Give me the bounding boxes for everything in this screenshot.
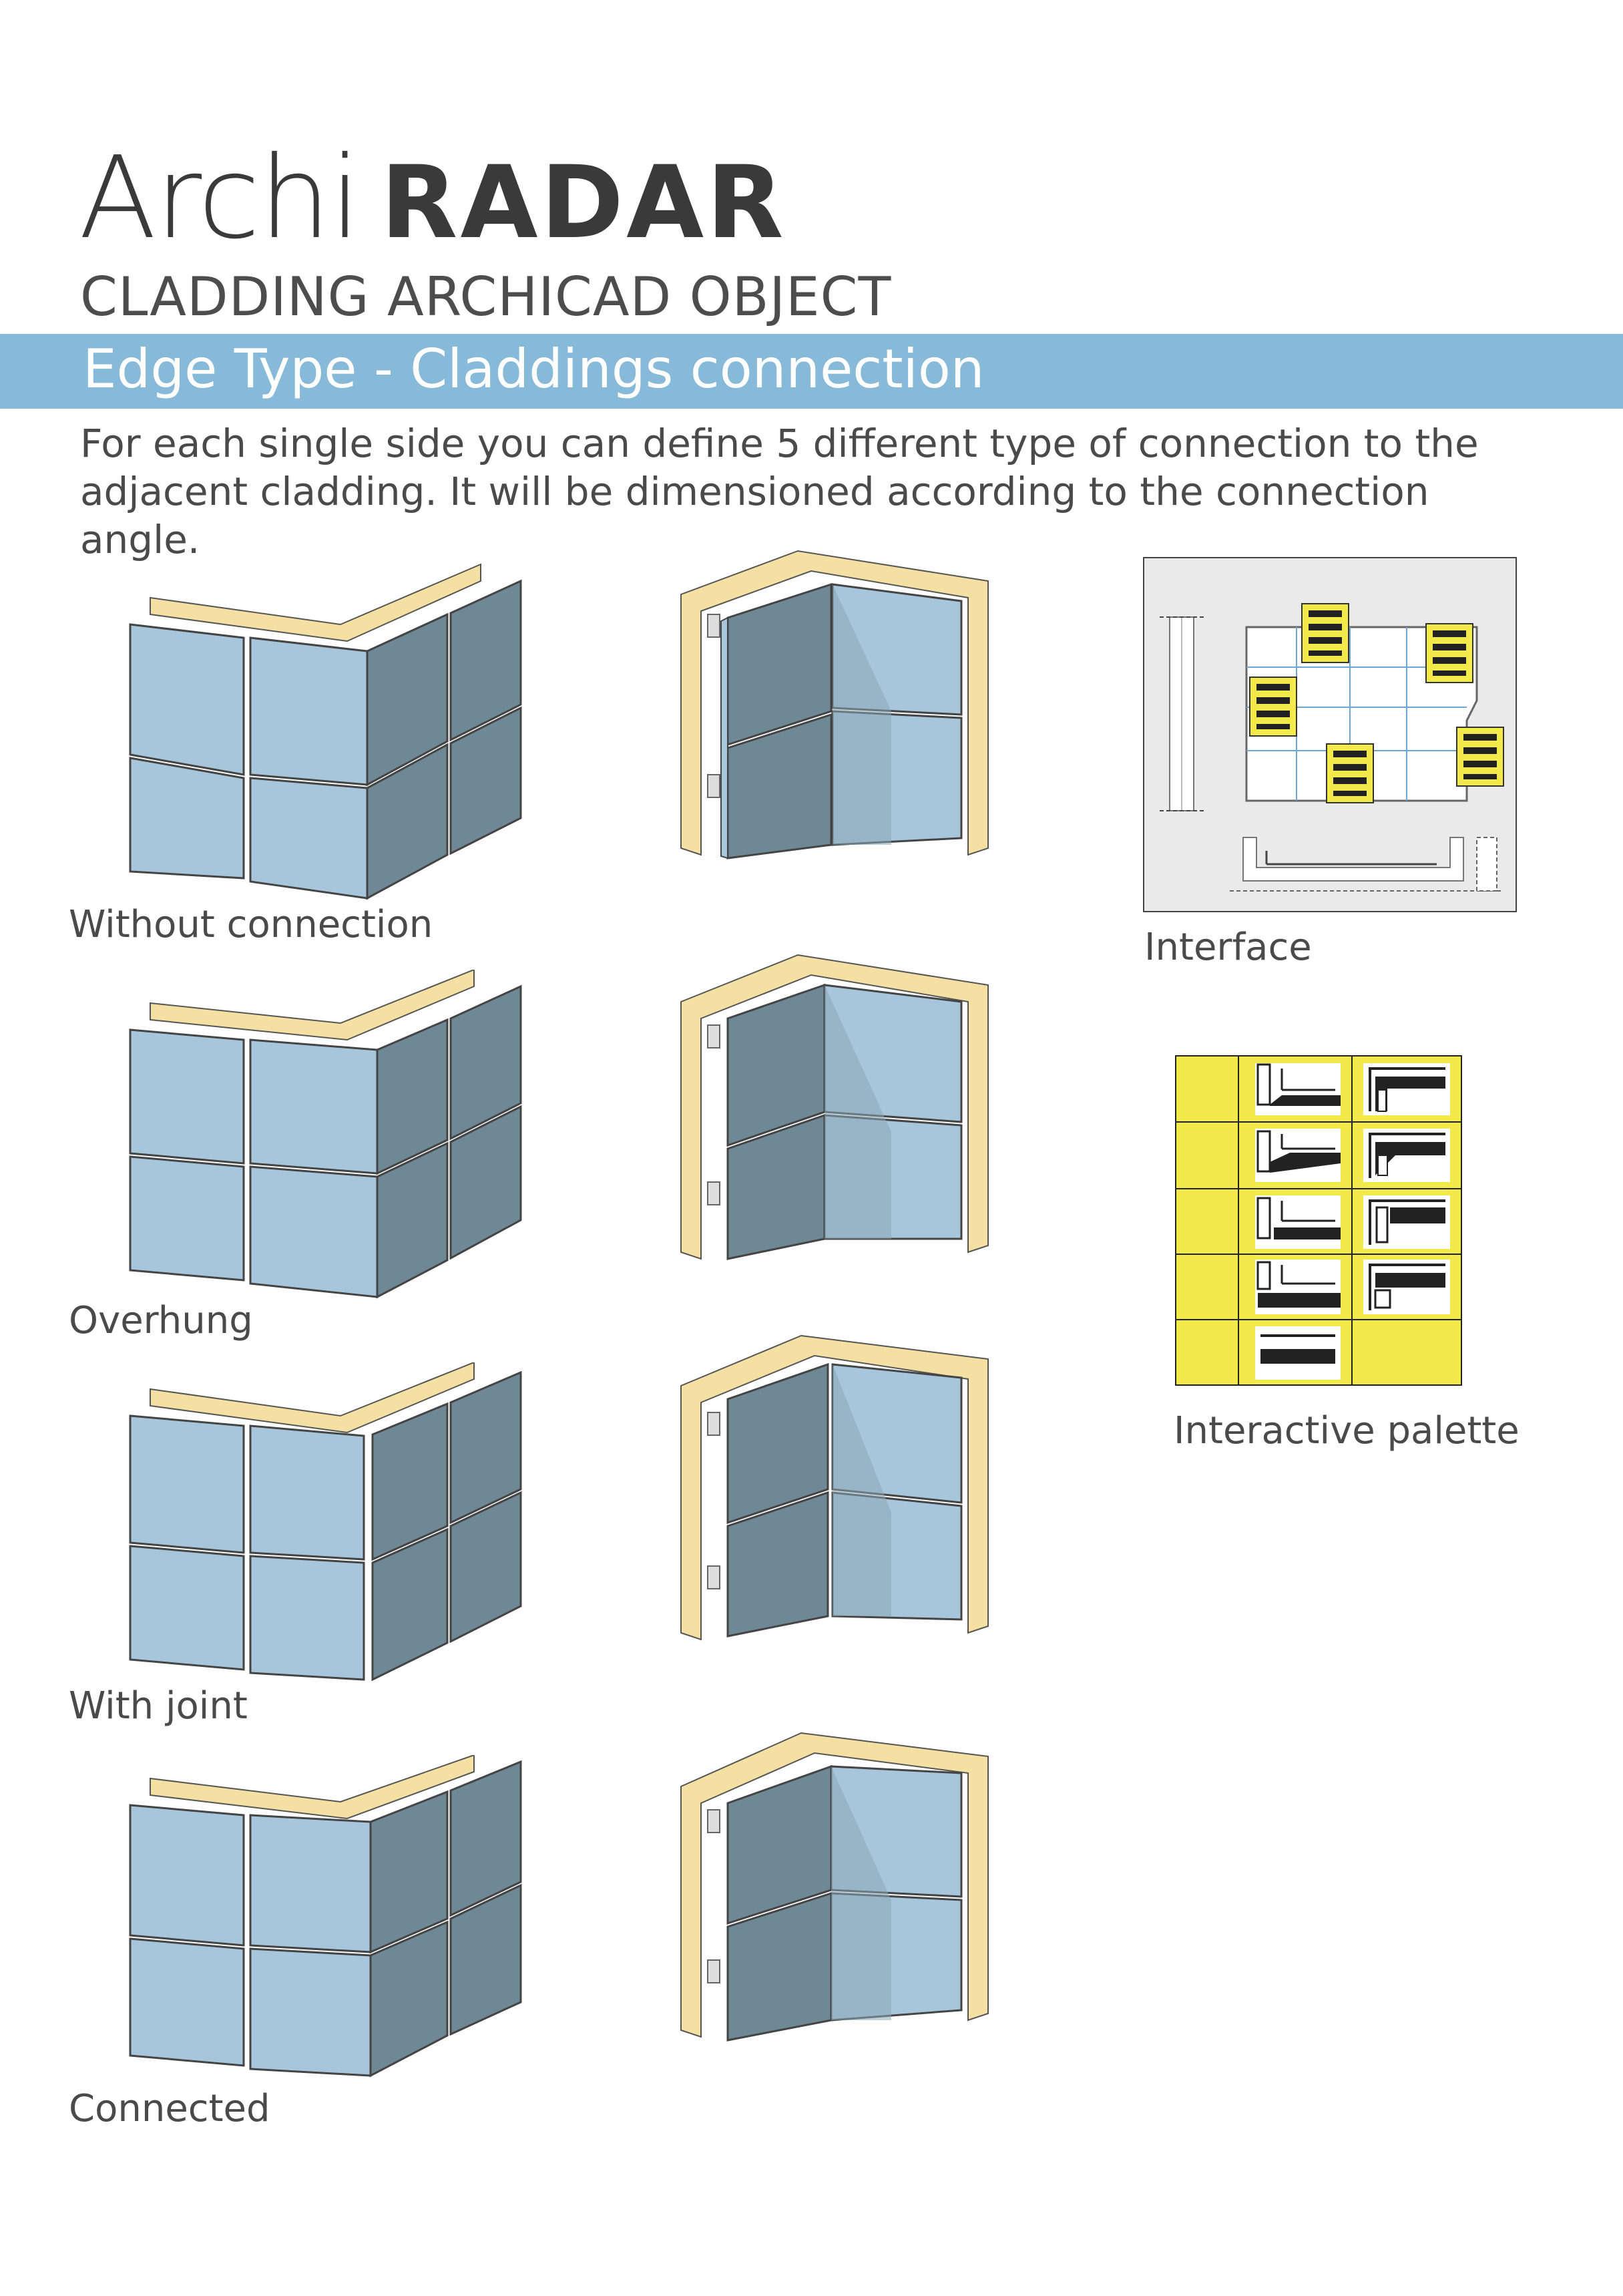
- palette-option-connected[interactable]: [1255, 1260, 1341, 1314]
- inner-corner-without-connection: [680, 550, 989, 859]
- section-banner: [0, 334, 1623, 409]
- caption-interactive-palette: Interactive palette: [1174, 1409, 1520, 1453]
- outer-corner-without-connection: [129, 563, 522, 900]
- palette-option-flat[interactable]: [1255, 1326, 1341, 1380]
- section-title: Edge Type - Claddings connection: [83, 338, 985, 400]
- palette-option-top-connected[interactable]: [1363, 1260, 1450, 1314]
- outer-corner-connected: [129, 1755, 522, 2078]
- caption-with-joint: With joint: [69, 1684, 248, 1728]
- caption-without-connection: Without connection: [69, 903, 433, 946]
- palette-option-joint[interactable]: [1255, 1195, 1341, 1249]
- caption-overhung: Overhung: [69, 1299, 253, 1342]
- document-subtitle: CLADDING ARCHICAD OBJECT: [80, 266, 892, 328]
- palette-option-overhung[interactable]: [1255, 1129, 1341, 1182]
- caption-interface: Interface: [1144, 926, 1312, 969]
- interface-preview: [1143, 557, 1517, 912]
- palette-option-without[interactable]: [1255, 1063, 1341, 1115]
- inner-corner-connected: [680, 1732, 989, 2042]
- inner-corner-overhung: [680, 954, 989, 1260]
- intro-paragraph: For each single side you can define 5 di…: [80, 421, 1479, 562]
- archiradar-logo: Archi RADAR: [79, 140, 786, 254]
- logo-name: RADAR: [381, 145, 786, 254]
- palette-option-top-joint[interactable]: [1363, 1195, 1450, 1249]
- caption-connected: Connected: [69, 2087, 270, 2130]
- palette-option-top-without[interactable]: [1363, 1063, 1450, 1115]
- interactive-palette: [1175, 1055, 1462, 1386]
- palette-option-top-overhung[interactable]: [1363, 1129, 1450, 1182]
- outer-corner-overhung: [129, 970, 522, 1299]
- logo-prefix: Archi: [79, 140, 360, 254]
- inner-corner-with-joint: [680, 1334, 989, 1641]
- outer-corner-with-joint: [129, 1362, 522, 1682]
- hotspot-palettes: [1249, 603, 1504, 803]
